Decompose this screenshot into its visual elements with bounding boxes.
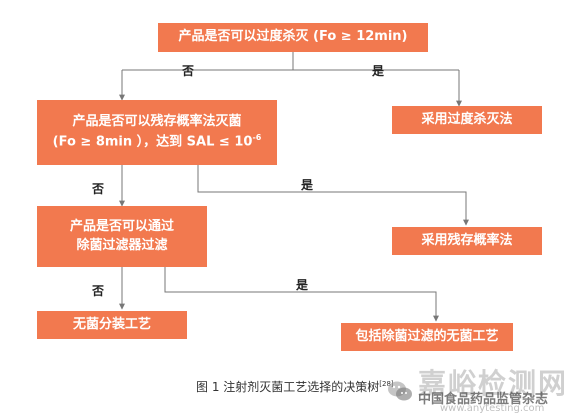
node-q2-line2-text: (Fo ≥ 8min ），达到 SAL ≤ 10 [52, 134, 253, 150]
watermark-magazine: 中国食品药品监管杂志 [418, 392, 549, 407]
connector-q3-yes [164, 267, 439, 322]
node-q2-exponent: -6 [252, 132, 262, 142]
edge-label-q2-yes: 是 [301, 178, 314, 192]
node-q3-line1: 产品是否可以通过 [69, 218, 174, 234]
wechat-logo-icon [388, 381, 412, 401]
node-q2-bioburden: 产品是否可以残存概率法灭菌 (Fo ≥ 8min ），达到 SAL ≤ 10-6 [37, 100, 277, 165]
edge-label-q3-yes: 是 [296, 278, 309, 292]
edge-label-q1-yes: 是 [372, 64, 385, 78]
node-q1-overkill: 产品是否可以过度杀灭 (Fo ≥ 12min) [158, 23, 428, 52]
node-q2-line2: (Fo ≥ 8min ），达到 SAL ≤ 10-6 [53, 132, 262, 152]
node-q3-filtration: 产品是否可以通过 除菌过滤器过滤 [37, 206, 207, 267]
node-q3-line2: 除菌过滤器过滤 [76, 237, 168, 253]
watermark-url: www.anytesting.com [440, 403, 545, 414]
node-a2-bioburden-method: 采用残存概率法 [392, 227, 542, 255]
node-q2-line1: 产品是否可以残存概率法灭菌 [72, 113, 242, 129]
caption-text: 图 1 注射剂灭菌工艺选择的决策树 [196, 380, 380, 394]
edge-label-q2-no: 否 [92, 182, 105, 196]
watermark-brand: 嘉峪检测网 [418, 367, 564, 400]
node-a3-aseptic-filling: 无菌分装工艺 [37, 311, 187, 339]
edge-label-q1-no: 否 [182, 64, 195, 78]
figure-caption: 图 1 注射剂灭菌工艺选择的决策树[28] [196, 378, 394, 395]
node-a1-overkill-method: 采用过度杀灭法 [392, 106, 542, 134]
connector-q2-yes [197, 165, 469, 226]
caption-reference: [28] [379, 380, 394, 388]
connector-q1-split [122, 52, 459, 71]
edge-label-q3-no: 否 [92, 284, 105, 298]
node-a4-aseptic-with-filtration: 包括除菌过滤的无菌工艺 [341, 323, 513, 351]
